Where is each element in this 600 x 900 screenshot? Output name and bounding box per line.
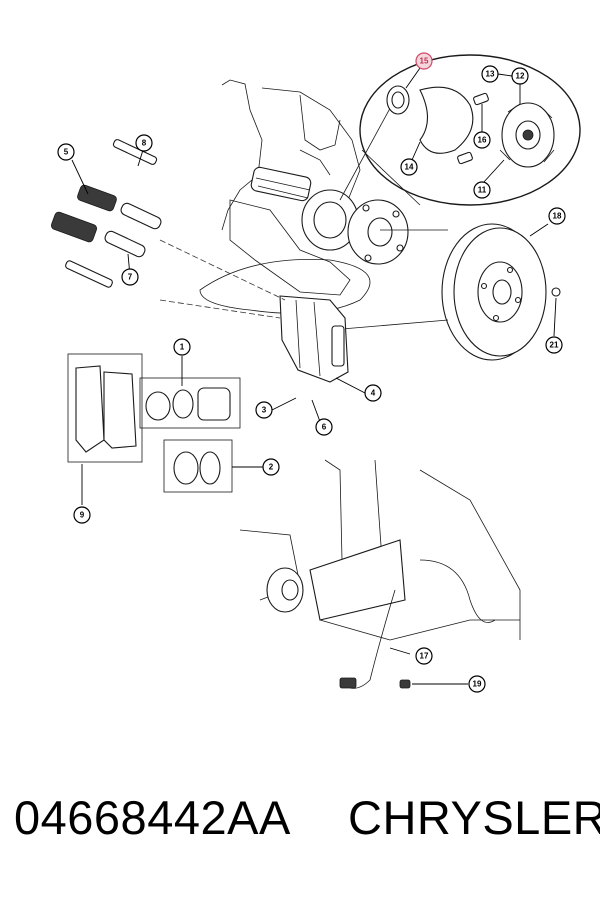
callout-4: 4: [364, 384, 382, 402]
callout-label: 2: [269, 463, 274, 472]
part-number: 04668442AA: [14, 791, 291, 844]
callout-17: 17: [415, 647, 433, 665]
brake-caliper: [159, 239, 349, 383]
exploded-parts-diagram: 1 2 3 4 5 6 7 8 9 11 12 13 14 15 16 17 1…: [50, 52, 581, 693]
callout-label: 7: [128, 273, 133, 282]
brake-pads-box: [67, 353, 143, 463]
callout-12: 12: [511, 67, 529, 85]
callout-6: 6: [315, 418, 333, 436]
callout-21: 21: [545, 336, 563, 354]
brand-name: CHRYSLER: [348, 791, 600, 844]
callout-19: 19: [468, 675, 486, 693]
hub-bearing-detail-view: [339, 54, 581, 206]
callout-label: 17: [420, 652, 429, 661]
callout-5: 5: [57, 143, 75, 161]
callout-label: 8: [142, 139, 147, 148]
callout-1: 1: [173, 338, 191, 356]
callout-label: 19: [473, 680, 482, 689]
leader-lines: [71, 67, 557, 685]
callout-3: 3: [255, 401, 273, 419]
callout-label: 6: [322, 423, 327, 432]
callout-8: 8: [135, 134, 153, 152]
callout-18: 18: [548, 207, 566, 225]
callout-label: 18: [553, 212, 562, 221]
callout-label: 16: [478, 136, 487, 145]
callout-label: 1: [180, 343, 185, 352]
callout-label: 15: [420, 57, 429, 66]
piston-seal-box: [139, 377, 241, 429]
callout-label: 3: [262, 406, 267, 415]
callout-16: 16: [473, 131, 491, 149]
callout-label: 4: [371, 389, 376, 398]
callout-11: 11: [473, 181, 491, 199]
callout-label: 5: [64, 148, 69, 157]
callout-7: 7: [121, 268, 139, 286]
callout-14: 14: [400, 158, 418, 176]
callout-label: 12: [516, 72, 525, 81]
steering-knuckle-assembly: [199, 79, 409, 314]
callout-label: 14: [405, 163, 414, 172]
callout-label: 9: [80, 511, 85, 520]
lower-abs-sensor-assembly: [239, 459, 521, 689]
callout-2: 2: [262, 458, 280, 476]
callout-15: 15: [415, 52, 433, 70]
caption: 04668442AA CHRYSLER: [0, 790, 600, 880]
callout-9: 9: [73, 506, 91, 524]
callout-label: 21: [550, 341, 559, 350]
boot-kit-box: [163, 439, 233, 493]
brake-rotor: [329, 223, 561, 361]
callout-label: 13: [486, 70, 495, 79]
caliper-pins-bushings: [50, 139, 162, 288]
callout-13: 13: [481, 65, 499, 83]
callout-label: 11: [478, 186, 487, 195]
